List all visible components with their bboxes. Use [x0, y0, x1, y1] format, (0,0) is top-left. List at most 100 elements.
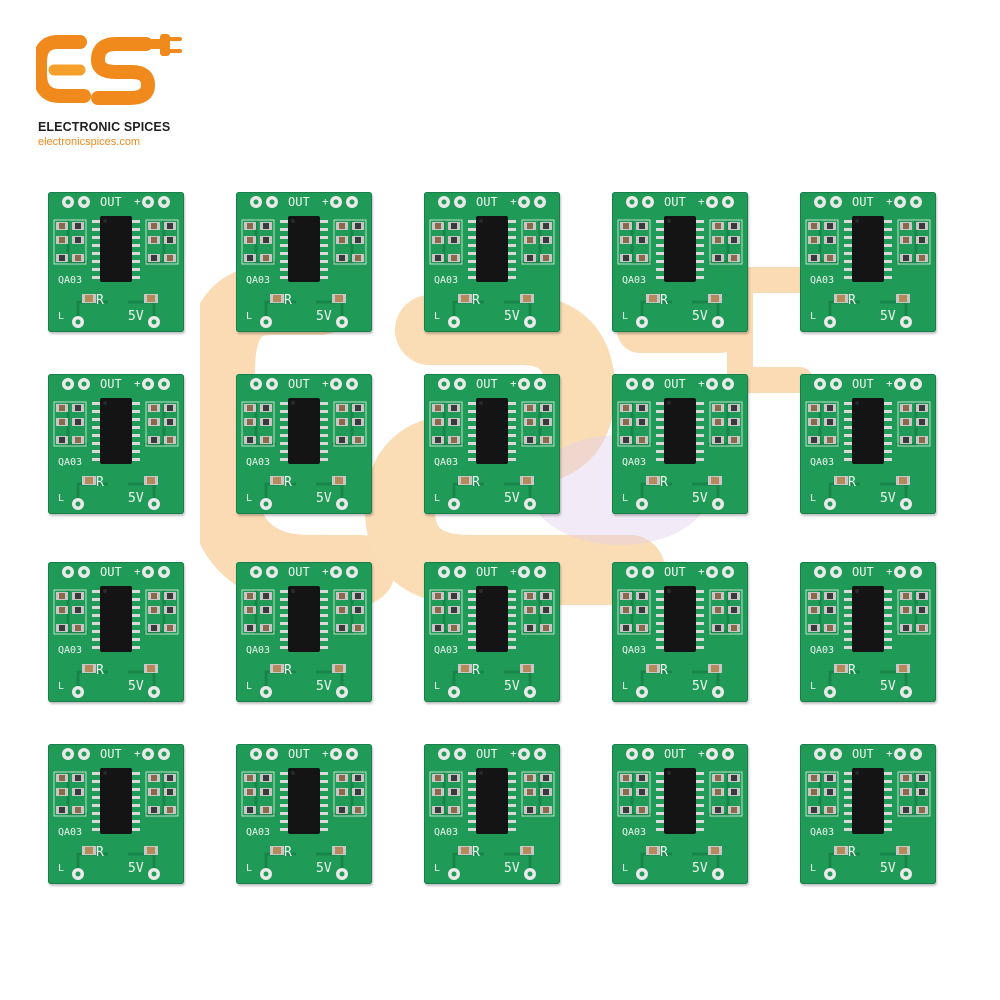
amplifier-module-board: OUT + QA03 R L 5V [424, 374, 560, 514]
board-circuit [617, 378, 743, 510]
silkscreen-qa-label: QA03 [246, 645, 271, 656]
amplifier-module-board: OUT + QA03 R L 5V [236, 374, 372, 514]
silkscreen-out-label: OUT [664, 565, 686, 579]
silkscreen-5v-label: 5V [692, 309, 708, 324]
silkscreen-plus-label: + [886, 747, 893, 760]
board-circuit [429, 748, 555, 880]
board-circuit [805, 196, 931, 328]
amplifier-module-board: OUT + QA03 R L 5V [48, 374, 184, 514]
silkscreen-plus-label: + [510, 747, 517, 760]
silkscreen-plus-label: + [698, 377, 705, 390]
amplifier-module-board: OUT + QA03 R L 5V [612, 744, 748, 884]
board-circuit [241, 378, 367, 510]
silkscreen-plus-label: + [698, 565, 705, 578]
silkscreen-5v-label: 5V [316, 491, 332, 506]
board-circuit [617, 748, 743, 880]
silkscreen-out-label: OUT [100, 565, 122, 579]
silkscreen-qa-label: QA03 [810, 275, 835, 286]
silkscreen-out-label: OUT [288, 565, 310, 579]
silkscreen-l-label: L [58, 863, 65, 874]
silkscreen-out-label: OUT [100, 747, 122, 761]
silkscreen-out-label: OUT [664, 377, 686, 391]
silkscreen-qa-label: QA03 [434, 645, 459, 656]
silkscreen-r-label: R [284, 663, 292, 678]
silkscreen-r-label: R [96, 475, 104, 490]
amplifier-module-board: OUT + QA03 R L 5V [424, 744, 560, 884]
amplifier-module-board: OUT + QA03 R L 5V [800, 374, 936, 514]
board-circuit [53, 378, 179, 510]
silkscreen-out-label: OUT [288, 747, 310, 761]
silkscreen-qa-label: QA03 [622, 645, 647, 656]
silkscreen-plus-label: + [134, 195, 141, 208]
board-circuit [241, 196, 367, 328]
silkscreen-plus-label: + [510, 195, 517, 208]
silkscreen-l-label: L [622, 311, 629, 322]
silkscreen-out-label: OUT [852, 747, 874, 761]
board-circuit [241, 748, 367, 880]
silkscreen-l-label: L [434, 681, 441, 692]
silkscreen-r-label: R [848, 293, 856, 308]
silkscreen-r-label: R [472, 293, 480, 308]
silkscreen-qa-label: QA03 [246, 827, 271, 838]
silkscreen-out-label: OUT [100, 195, 122, 209]
silkscreen-qa-label: QA03 [622, 827, 647, 838]
silkscreen-qa-label: QA03 [434, 457, 459, 468]
board-circuit [53, 196, 179, 328]
silkscreen-5v-label: 5V [504, 309, 520, 324]
silkscreen-5v-label: 5V [316, 679, 332, 694]
silkscreen-r-label: R [848, 663, 856, 678]
silkscreen-r-label: R [660, 475, 668, 490]
silkscreen-l-label: L [810, 493, 817, 504]
amplifier-module-board: OUT + QA03 R L 5V [612, 562, 748, 702]
silkscreen-plus-label: + [886, 377, 893, 390]
silkscreen-r-label: R [96, 663, 104, 678]
amplifier-module-board: OUT + QA03 R L 5V [800, 744, 936, 884]
brand-logo: ELECTRONIC SPICES electronicspices.com [36, 30, 186, 160]
brand-url: electronicspices.com [38, 136, 141, 148]
silkscreen-5v-label: 5V [128, 861, 144, 876]
silkscreen-plus-label: + [134, 747, 141, 760]
silkscreen-l-label: L [246, 493, 253, 504]
silkscreen-5v-label: 5V [128, 679, 144, 694]
silkscreen-l-label: L [58, 311, 65, 322]
board-circuit [429, 196, 555, 328]
amplifier-module-board: OUT + QA03 R L 5V [48, 562, 184, 702]
silkscreen-qa-label: QA03 [810, 457, 835, 468]
amplifier-module-board: OUT + QA03 R L 5V [236, 562, 372, 702]
silkscreen-qa-label: QA03 [810, 645, 835, 656]
silkscreen-l-label: L [810, 311, 817, 322]
silkscreen-5v-label: 5V [880, 309, 896, 324]
silkscreen-out-label: OUT [288, 195, 310, 209]
board-circuit [53, 566, 179, 698]
amplifier-module-board: OUT + QA03 R L 5V [612, 374, 748, 514]
silkscreen-5v-label: 5V [692, 491, 708, 506]
silkscreen-qa-label: QA03 [434, 827, 459, 838]
silkscreen-qa-label: QA03 [58, 645, 83, 656]
amplifier-module-board: OUT + QA03 R L 5V [236, 744, 372, 884]
silkscreen-out-label: OUT [852, 377, 874, 391]
silkscreen-5v-label: 5V [504, 491, 520, 506]
silkscreen-out-label: OUT [852, 195, 874, 209]
silkscreen-l-label: L [622, 681, 629, 692]
silkscreen-qa-label: QA03 [622, 275, 647, 286]
silkscreen-r-label: R [848, 475, 856, 490]
silkscreen-r-label: R [284, 293, 292, 308]
silkscreen-5v-label: 5V [880, 491, 896, 506]
silkscreen-5v-label: 5V [316, 309, 332, 324]
silkscreen-plus-label: + [886, 195, 893, 208]
silkscreen-plus-label: + [510, 377, 517, 390]
silkscreen-out-label: OUT [100, 377, 122, 391]
silkscreen-l-label: L [246, 681, 253, 692]
silkscreen-qa-label: QA03 [810, 827, 835, 838]
silkscreen-r-label: R [96, 293, 104, 308]
silkscreen-out-label: OUT [476, 565, 498, 579]
amplifier-module-board: OUT + QA03 R L 5V [424, 562, 560, 702]
amplifier-module-board: OUT + QA03 R L 5V [800, 562, 936, 702]
silkscreen-out-label: OUT [476, 747, 498, 761]
silkscreen-5v-label: 5V [128, 491, 144, 506]
silkscreen-r-label: R [284, 475, 292, 490]
silkscreen-l-label: L [434, 863, 441, 874]
silkscreen-plus-label: + [322, 195, 329, 208]
silkscreen-5v-label: 5V [504, 861, 520, 876]
silkscreen-r-label: R [660, 293, 668, 308]
